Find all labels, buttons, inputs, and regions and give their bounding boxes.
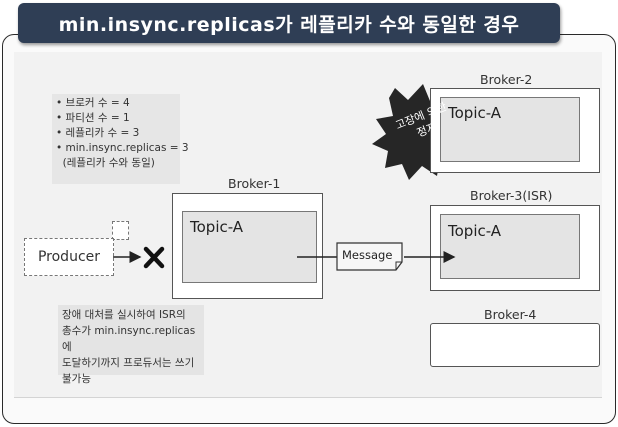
message-label: Message xyxy=(342,248,393,262)
divider-line xyxy=(14,397,602,398)
broker-2-topic-box xyxy=(440,97,580,162)
producer-box: Producer xyxy=(24,238,114,276)
page-title: min.insync.replicas가 레플리카 수와 동일한 경우 xyxy=(18,3,560,43)
broker-4-label: Broker-4 xyxy=(484,307,537,322)
note-same-as-replicas: (레플리카 수와 동일) xyxy=(56,157,155,169)
broker-3-topic-label: Topic-A xyxy=(448,222,502,240)
broker-2-label: Broker-2 xyxy=(480,72,533,87)
broker-3-label: Broker-3(ISR) xyxy=(470,188,553,203)
broker-4-box xyxy=(430,323,600,367)
note-min-insync: • min.insync.replicas = 3 xyxy=(56,142,189,154)
note-broker-count: • 브로커 수 = 4 xyxy=(56,97,130,109)
caption-note: 장애 대처를 실시하여 ISR의 총수가 min.insync.replicas… xyxy=(58,305,204,385)
message-document xyxy=(336,242,403,271)
broker-2-topic-label: Topic-A xyxy=(448,104,502,122)
broker-1-topic-label: Topic-A xyxy=(190,218,244,236)
config-notes: • 브로커 수 = 4 • 파티션 수 = 1 • 레플리카 수 = 3 • m… xyxy=(52,94,189,184)
broker-3-topic-box xyxy=(440,214,580,279)
producer-small-box xyxy=(112,221,129,240)
note-partition-count: • 파티션 수 = 1 xyxy=(56,112,130,124)
blocked-x-icon xyxy=(143,246,165,269)
broker-1-topic-box xyxy=(182,211,317,283)
broker-1-label: Broker-1 xyxy=(228,176,281,191)
note-replica-count: • 레플리카 수 = 3 xyxy=(56,127,140,139)
